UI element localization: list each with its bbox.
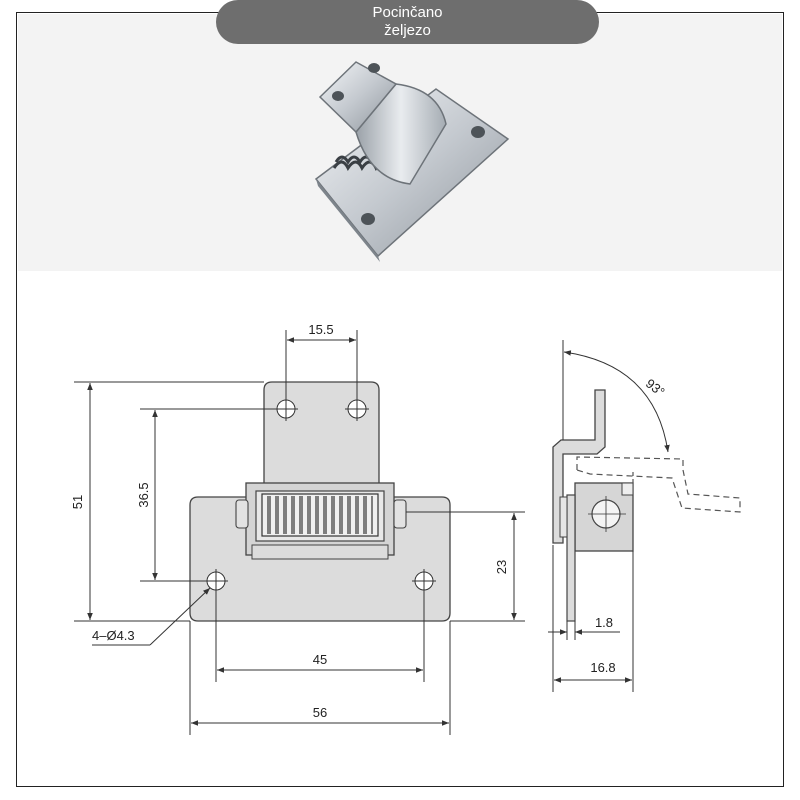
material-label-line2: željezo (384, 22, 431, 39)
dim-base-hole-spacing: 45 (313, 652, 327, 667)
dim-hole-spacing-top: 15.5 (308, 322, 333, 337)
dim-thickness: 1.8 (595, 615, 613, 630)
product-photo (314, 61, 510, 262)
dim-base-width: 56 (313, 705, 327, 720)
dim-hole-spacing-vertical: 36.5 (136, 482, 151, 507)
side-view: 93° 1.8 16.8 (548, 340, 741, 692)
material-label: Pocinčano željezo (216, 0, 599, 44)
dim-hole-callout: 4–Ø4.3 (92, 628, 135, 643)
product-photo-panel (18, 14, 782, 271)
dim-depth: 16.8 (590, 660, 615, 675)
material-label-line1: Pocinčano (372, 4, 443, 21)
dim-overall-height: 51 (70, 495, 85, 509)
front-view: 15.5 51 36.5 23 4–Ø4.3 (70, 322, 525, 735)
dim-base-height: 23 (494, 560, 509, 574)
